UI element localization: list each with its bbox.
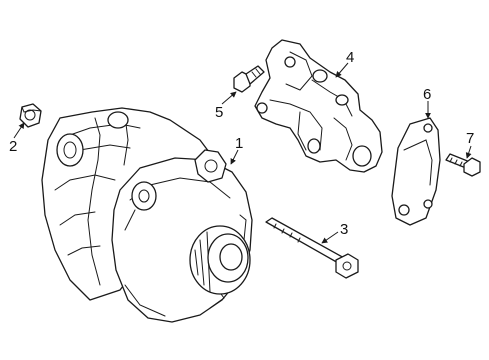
nut-part xyxy=(19,103,42,128)
mounting-bracket-part xyxy=(254,39,383,173)
small-bolt-part xyxy=(445,153,481,177)
callout-3: 3 xyxy=(340,221,348,238)
callout-7: 7 xyxy=(466,130,474,147)
long-bolt-part xyxy=(265,217,359,279)
callout-1: 1 xyxy=(235,135,243,152)
callout-labels: 1 2 3 4 5 6 7 xyxy=(9,49,474,238)
alternator-part xyxy=(41,107,253,323)
callout-2: 2 xyxy=(9,138,17,155)
callout-6: 6 xyxy=(423,86,431,103)
short-bolt-part xyxy=(233,65,265,93)
callout-5: 5 xyxy=(215,104,223,121)
callout-4: 4 xyxy=(346,49,354,66)
plate-bracket-part xyxy=(391,117,441,226)
leader-lines xyxy=(13,62,472,244)
